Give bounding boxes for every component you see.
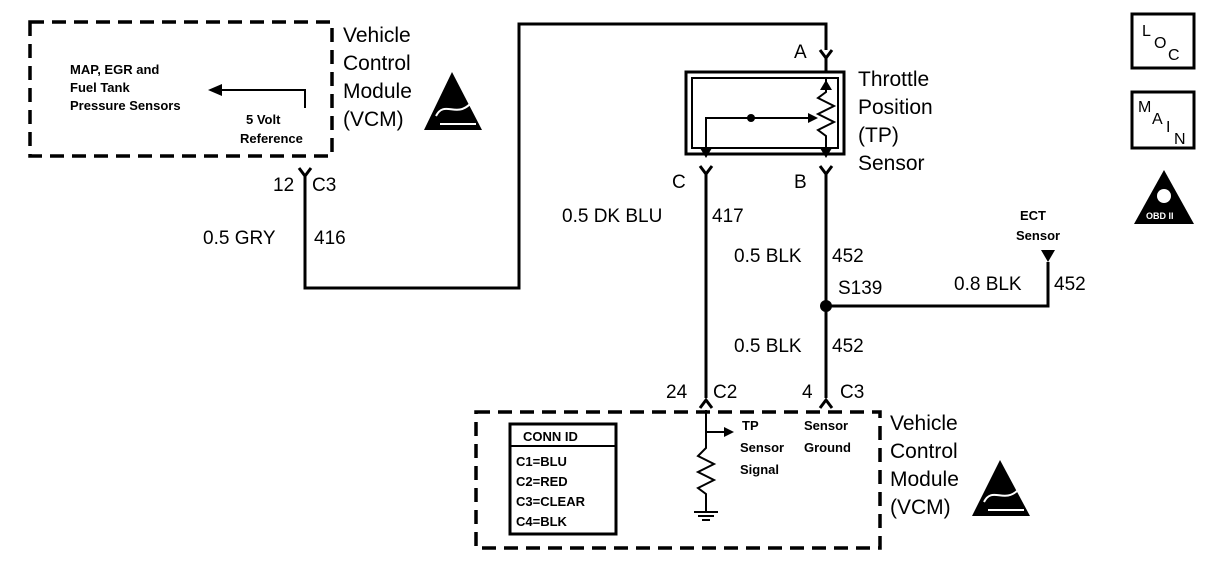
tp-wiper-arrow <box>808 113 818 123</box>
conn-id-row-2: C2=RED <box>516 474 568 489</box>
loc-icon-frame <box>1130 12 1196 70</box>
tp-sensor-box <box>684 70 846 156</box>
tp-wiper-down-arrow <box>700 148 712 158</box>
tp-terminal-a-label: A <box>794 42 807 63</box>
reference-arrow-line <box>220 89 306 108</box>
tp-signal-arrowhead <box>724 427 734 437</box>
conn-id-title: CONN ID <box>523 429 578 444</box>
tp-sensor-inner-box <box>691 77 839 149</box>
tp-title-line-3: (TP) <box>858 124 899 147</box>
esd-warning-icon <box>424 72 482 130</box>
tp-signal-line-1: TP <box>742 418 759 433</box>
conn-id-row-4: C4=BLK <box>516 514 568 529</box>
vcm-top-title-line-1: Vehicle <box>343 24 411 47</box>
wire-452-lower-circuit: 452 <box>832 336 864 357</box>
sensor-ground-line-1: Sensor <box>804 418 848 433</box>
tp-pot-top-arrow <box>820 80 832 90</box>
wire-416-circuit: 416 <box>314 228 346 249</box>
tp-signal-line-2: Sensor <box>740 440 784 455</box>
ect-sensor-line-1: ECT <box>1020 208 1046 223</box>
ground-icon <box>694 511 718 521</box>
vcm-pullup-resistor <box>695 410 717 512</box>
esd-warning-icon <box>972 460 1030 516</box>
vcm-top-reference-line-2: Reference <box>240 131 303 146</box>
vcm-top-terminal <box>297 167 313 179</box>
tp-title-line-1: Throttle <box>858 68 929 91</box>
obd-circle <box>1157 189 1171 203</box>
vcm-top-reference-line-1: 5 Volt <box>246 112 281 127</box>
vcm-bottom-terminal-ground <box>818 397 834 409</box>
wire-452-ect <box>826 262 1050 308</box>
tp-wiper-dot <box>747 114 755 122</box>
vcm-top-pin: 12 <box>273 175 294 196</box>
obd-label: OBD II <box>1146 211 1174 221</box>
conn-id-row-1: C1=BLU <box>516 454 567 469</box>
wire-417-gauge: 0.5 DK BLU <box>562 206 662 227</box>
wire-ect-gauge: 0.8 BLK <box>954 274 1022 295</box>
conn-id-row-3: C3=CLEAR <box>516 494 586 509</box>
vcm-top-title-line-3: Module <box>343 80 412 103</box>
loc-letter-c: C <box>1168 47 1180 64</box>
tp-terminal-c-label: C <box>672 172 686 193</box>
wire-416-gry <box>303 22 828 290</box>
tp-title-line-4: Sensor <box>858 152 925 175</box>
tp-wiper-line <box>705 117 816 156</box>
wire-417-circuit: 417 <box>712 206 744 227</box>
tp-terminal-a <box>818 49 834 61</box>
wire-452-upper-gauge: 0.5 BLK <box>734 246 802 267</box>
vcm-bottom-title-line-2: Control <box>890 440 958 463</box>
main-icon-frame <box>1130 90 1196 150</box>
tp-title-line-2: Position <box>858 96 933 119</box>
tp-terminal-b <box>818 165 834 177</box>
tp-terminal-b-label: B <box>794 172 807 193</box>
tp-signal-line-3: Signal <box>740 462 779 477</box>
main-icon[interactable]: M A I N <box>1130 90 1196 150</box>
vcm-top-connector: C3 <box>312 175 336 196</box>
vcm-bottom-dashed-box <box>474 410 882 550</box>
vcm-bottom-pin-signal: 24 <box>666 382 688 403</box>
sensor-ground-line-2: Ground <box>804 440 851 455</box>
loc-letter-o: O <box>1154 35 1166 52</box>
splice-label: S139 <box>838 278 882 299</box>
vcm-bottom-title-line-3: Module <box>890 468 959 491</box>
vcm-bottom-title-line-4: (VCM) <box>890 496 951 519</box>
vcm-bottom-title-line-1: Vehicle <box>890 412 958 435</box>
main-letter-m: M <box>1138 99 1151 116</box>
wire-452-upper-circuit: 452 <box>832 246 864 267</box>
wire-ect-circuit: 452 <box>1054 274 1086 295</box>
main-letter-i: I <box>1166 119 1170 136</box>
main-letter-a: A <box>1152 111 1163 128</box>
vcm-bottom-pin-ground: 4 <box>802 382 813 403</box>
vcm-top-title-line-2: Control <box>343 52 411 75</box>
conn-id-box <box>508 422 618 536</box>
main-letter-n: N <box>1174 131 1186 148</box>
vcm-bottom-terminal-signal <box>698 397 714 409</box>
ect-sensor-line-2: Sensor <box>1016 228 1060 243</box>
vcm-top-sensors-line-2: Fuel Tank <box>70 80 130 95</box>
vcm-top-sensors-line-1: MAP, EGR and <box>70 62 159 77</box>
tp-pot-bottom-arrow <box>820 148 832 158</box>
vcm-top-dashed-box <box>28 20 334 158</box>
vcm-bottom-conn-signal: C2 <box>713 382 737 403</box>
vcm-bottom-conn-ground: C3 <box>840 382 864 403</box>
tp-terminal-c <box>698 165 714 177</box>
loc-icon[interactable]: L O C <box>1130 12 1196 70</box>
vcm-top-title-line-4: (VCM) <box>343 108 404 131</box>
wire-452-lower-gauge: 0.5 BLK <box>734 336 802 357</box>
obd-ii-icon[interactable]: OBD II <box>1134 170 1194 224</box>
ect-sensor-terminal <box>1041 250 1055 262</box>
tp-potentiometer <box>815 78 837 156</box>
vcm-top-sensors-line-3: Pressure Sensors <box>70 98 181 113</box>
reference-arrowhead <box>208 84 222 96</box>
wire-416-gauge: 0.5 GRY <box>203 228 276 249</box>
loc-letter-l: L <box>1142 23 1151 40</box>
